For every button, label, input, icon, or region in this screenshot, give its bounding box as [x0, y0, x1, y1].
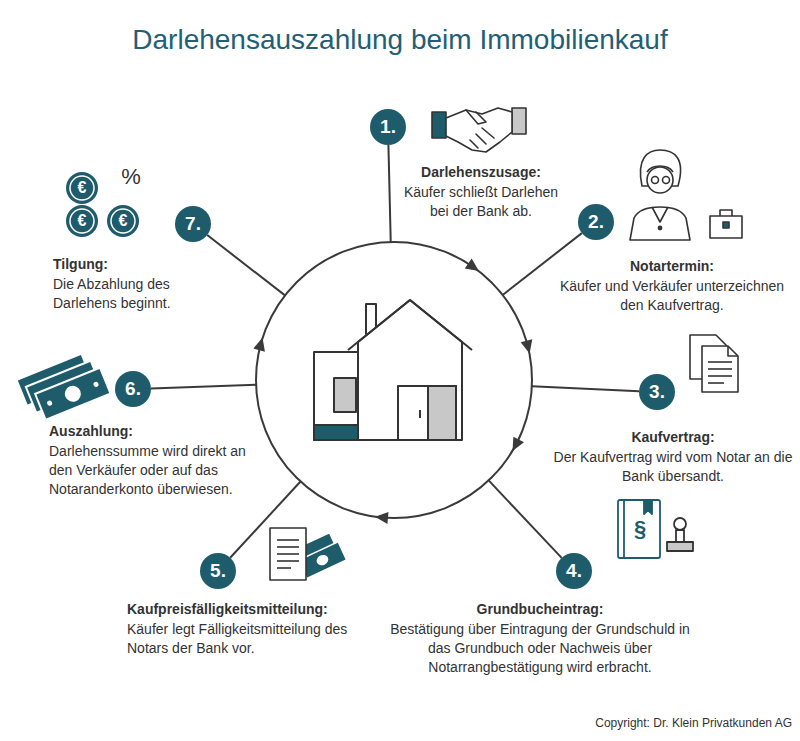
- euro-symbol: €: [70, 177, 94, 199]
- step-number: 4.: [556, 553, 592, 589]
- step-description: Die Abzahlung des Darlehens beginnt.: [53, 275, 203, 313]
- step-heading: Grundbucheintrag:: [385, 600, 695, 619]
- spoke-line: [388, 145, 390, 242]
- step-heading: Darlehenszusage:: [395, 163, 567, 182]
- step-description: Der Kaufvertrag wird vom Notar an die Ba…: [553, 448, 793, 486]
- due-notice-icon: [270, 528, 347, 580]
- cycle-arrowhead: [253, 338, 265, 352]
- house-illustration: [314, 300, 472, 440]
- step-number: 1.: [370, 109, 406, 145]
- step-heading: Kaufpreisfälligkeitsmitteilung:: [127, 600, 367, 619]
- step-description: Darlehenssumme wird direkt an den Verkäu…: [49, 442, 259, 499]
- spoke-line: [489, 480, 562, 557]
- step-number: 5.: [200, 553, 236, 589]
- spoke-line: [230, 481, 300, 557]
- step-description: Käufer schließt Darlehen bei der Bank ab…: [395, 183, 567, 221]
- spoke-line: [151, 385, 256, 389]
- step-heading: Notartermin:: [557, 257, 787, 276]
- land-register-icon: [618, 500, 693, 558]
- handshake-icon: [432, 108, 526, 152]
- step-description: Bestätigung über Eintragung der Grundsch…: [385, 620, 695, 677]
- spoke-line: [532, 386, 639, 391]
- cycle-arrowhead: [375, 512, 388, 524]
- step-circle: 6.Auszahlung:Darlehenssumme wird direkt …: [115, 371, 151, 407]
- paragraph-symbol: §: [628, 516, 652, 542]
- cycle-ring: [256, 242, 532, 518]
- step-circle: 4.Grundbucheintrag:Bestätigung über Eint…: [556, 553, 592, 589]
- step-number: 2.: [578, 204, 614, 240]
- copyright-note: Copyright: Dr. Klein Privatkunden AG: [540, 715, 792, 731]
- step-circle: 2.Notartermin:Käufer und Verkäufer unter…: [578, 204, 614, 240]
- step-circle: 3.Kaufvertrag:Der Kaufvertrag wird vom N…: [639, 374, 675, 410]
- banknotes-icon: [17, 349, 111, 424]
- step-circle: 1.Darlehenszusage:Käufer schließt Darleh…: [370, 109, 406, 145]
- euro-symbol: €: [70, 210, 94, 232]
- step-number: 6.: [115, 371, 151, 407]
- cycle-arrowhead: [521, 339, 533, 353]
- cycle-arrowhead: [465, 259, 479, 271]
- diagram-title: Darlehensauszahlung beim Immobilienkauf: [0, 24, 800, 56]
- euro-symbol: €: [111, 210, 135, 232]
- percent-symbol: %: [116, 164, 146, 190]
- step-description: Käufer legt Fälligkeitsmitteilung des No…: [127, 620, 367, 658]
- notary-icon: [630, 150, 742, 240]
- cycle-arrowhead: [513, 437, 524, 451]
- spoke-line: [207, 235, 285, 295]
- step-description: Käufer und Verkäufer unterzeichnen den K…: [557, 277, 787, 315]
- step-circle: 7.Tilgung:Die Abzahlung des Darlehens be…: [175, 206, 211, 242]
- contract-documents-icon: [690, 335, 738, 392]
- step-heading: Auszahlung:: [49, 422, 259, 441]
- step-circle: 5.Kaufpreisfälligkeitsmitteilung:Käufer …: [200, 553, 236, 589]
- step-number: 3.: [639, 374, 675, 410]
- step-heading: Tilgung:: [53, 255, 203, 274]
- step-heading: Kaufvertrag:: [553, 428, 793, 447]
- step-number: 7.: [175, 206, 211, 242]
